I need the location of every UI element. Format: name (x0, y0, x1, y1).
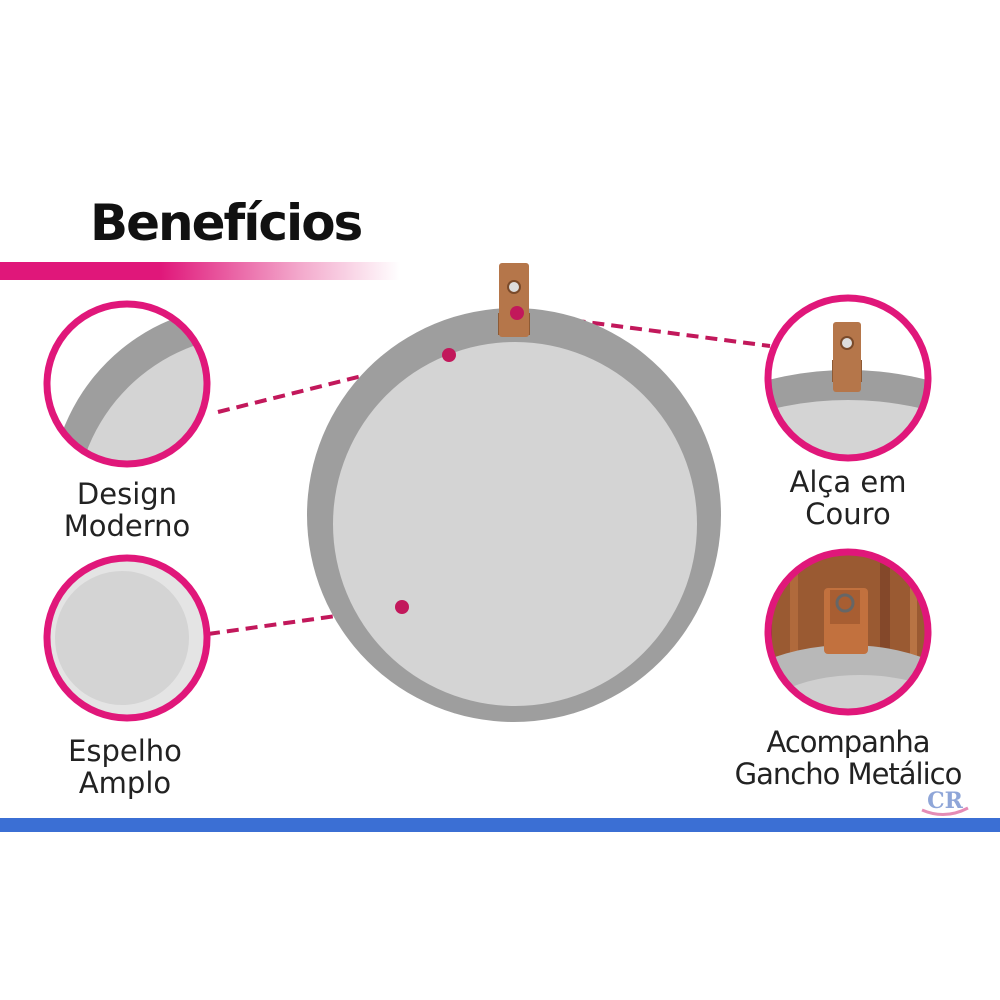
caption-design-moderno: Design Moderno (52, 478, 202, 542)
mirror-glass (333, 342, 697, 706)
callout-dot-design (442, 348, 456, 362)
strap-rivet-icon (507, 280, 521, 294)
mirror-edge-icon (43, 300, 211, 468)
page-title: Benefícios (90, 194, 363, 252)
caption-line-2: Moderno (63, 509, 191, 543)
bottom-bar (0, 818, 1000, 832)
strap-front (499, 263, 529, 337)
caption-acompanha-gancho: Acompanha Gancho Metálico (720, 726, 976, 790)
caption-espelho-amplo: Espelho Amplo (50, 735, 200, 799)
callout-dot-espelho (395, 600, 409, 614)
caption-line-2: Amplo (78, 766, 172, 800)
callout-dot-alca (510, 306, 524, 320)
brand-logo-icon: CR (921, 788, 969, 816)
mirror-surface-icon (43, 554, 211, 722)
caption-line-1: Espelho (68, 734, 182, 768)
title-underline (0, 262, 400, 280)
leather-strap-icon (764, 294, 932, 462)
caption-alca-em-couro: Alça em Couro (773, 466, 923, 530)
round-mirror (307, 263, 721, 722)
caption-line-2: Gancho Metálico (734, 757, 963, 791)
caption-line-2: Couro (805, 497, 891, 531)
brand-logo: CR (918, 784, 972, 825)
caption-line-1: Acompanha (766, 725, 931, 759)
logo-text: CR (927, 788, 964, 814)
caption-line-1: Design (76, 477, 178, 511)
caption-line-1: Alça em (789, 465, 907, 499)
